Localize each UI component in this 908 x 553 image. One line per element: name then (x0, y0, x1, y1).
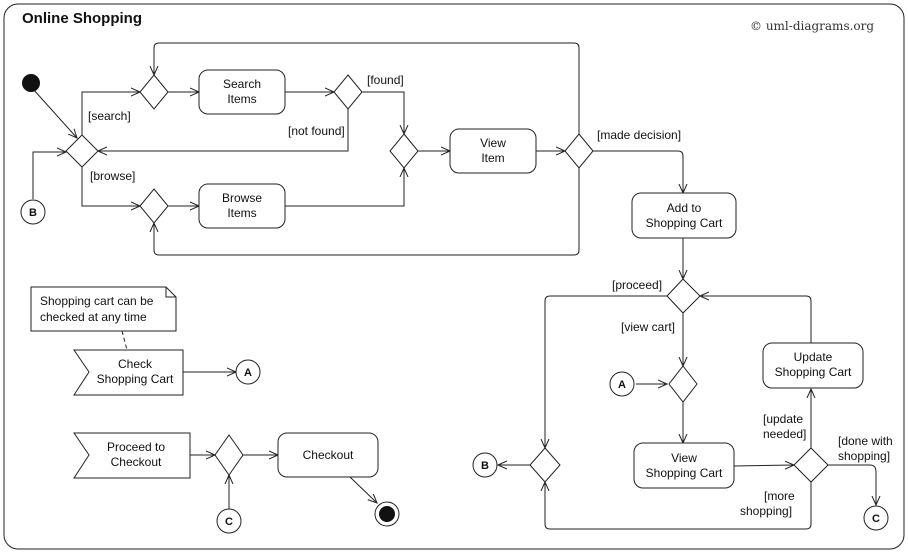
flow-done-shopping (828, 464, 876, 505)
connector-c-bottom-label: C (225, 516, 233, 528)
diagram-frame (3, 3, 905, 550)
action-view-item-line1: View (480, 136, 506, 150)
merge-to-b (529, 447, 561, 483)
action-browse-items: Browse Items (198, 183, 286, 229)
action-view-cart-line1: View (671, 451, 697, 465)
flow-proceed (545, 295, 667, 448)
signal-proceed-checkout: Proceed to Checkout (73, 432, 191, 479)
guard-search: [search] (88, 109, 131, 123)
copyright-text: © uml-diagrams.org (750, 19, 874, 33)
action-checkout: Checkout (277, 432, 379, 478)
action-view-cart: View Shopping Cart (633, 442, 735, 489)
action-view-cart-line2: Shopping Cart (646, 466, 723, 480)
guard-proceed: [proceed] (612, 278, 662, 292)
connector-b-left-label: B (29, 207, 37, 219)
action-update-cart-line1: Update (794, 350, 833, 364)
connector-a-check: A (235, 359, 261, 385)
guard-done-line1: [done with (838, 434, 893, 448)
control-flows (32, 42, 876, 530)
flow-not-found (98, 106, 349, 151)
connector-c-bottom: C (216, 508, 242, 534)
guard-done-line2: shopping] (838, 449, 890, 463)
merge-view-item (389, 133, 419, 169)
note-anchor (121, 330, 128, 351)
decision-found (333, 74, 363, 110)
flow-made-decision (593, 150, 683, 193)
flow-to-final (349, 476, 377, 503)
initial-node (22, 74, 40, 92)
action-browse-items-line2: Items (227, 206, 256, 220)
connector-a-cart-label: A (618, 379, 626, 391)
connector-a-check-label: A (244, 367, 252, 379)
signal-proceed-line2: Checkout (111, 455, 162, 469)
action-browse-items-line1: Browse (222, 191, 262, 205)
action-add-to-cart-line1: Add to (667, 201, 702, 215)
connector-b-cart: B (472, 452, 498, 478)
action-add-to-cart: Add to Shopping Cart (631, 192, 737, 239)
action-update-cart: Update Shopping Cart (762, 342, 864, 389)
guard-found: [found] (367, 73, 404, 87)
flow-initial-to-decision (32, 88, 77, 138)
guard-update-needed-line2: needed] (763, 427, 806, 441)
action-view-item: View Item (449, 128, 537, 174)
final-node (374, 501, 400, 527)
guard-more-line1: [more (764, 489, 795, 503)
flow-browse-branch (81, 167, 140, 206)
connector-a-cart: A (609, 371, 635, 397)
action-search-items-line2: Items (227, 92, 256, 106)
action-checkout-label: Checkout (303, 448, 354, 462)
diagram-title: Online Shopping (22, 10, 142, 27)
flow-more-shopping (545, 482, 812, 530)
merge-checkout (214, 434, 244, 476)
signal-proceed-line1: Proceed to (107, 440, 165, 454)
merge-browse (139, 188, 169, 224)
signal-check-cart-line1: Check (118, 357, 153, 371)
decision-update (793, 447, 829, 483)
guard-browse: [browse] (90, 169, 135, 183)
flow-update-to-decision (700, 296, 812, 343)
action-search-items: Search Items (198, 69, 286, 115)
signal-check-cart-line2: Shopping Cart (97, 372, 174, 386)
guard-made-decision: [made decision] (597, 128, 681, 142)
flow-connector-b-to-decision (32, 152, 66, 199)
decision-search-or-browse (65, 134, 99, 168)
guard-more-line2: shopping] (740, 504, 792, 518)
flow-loop-to-browse (154, 165, 580, 256)
guard-view-cart: [view cart] (621, 320, 675, 334)
action-add-to-cart-line2: Shopping Cart (646, 216, 723, 230)
flow-view-cart-to-decision (733, 465, 794, 466)
decision-proceed (666, 278, 701, 314)
signal-check-cart: Check Shopping Cart (73, 349, 184, 396)
decision-made (564, 133, 594, 169)
flow-search-branch (81, 92, 140, 135)
connector-b-cart-label: B (481, 460, 489, 472)
guard-update-needed-line1: [update (763, 412, 803, 426)
merge-search (139, 74, 169, 110)
note-line1: Shopping cart can be (40, 294, 154, 308)
merge-view-cart (668, 365, 698, 403)
connector-c-right: C (863, 505, 889, 531)
guard-not-found: [not found] (288, 124, 345, 138)
action-update-cart-line2: Shopping Cart (775, 365, 852, 379)
flow-loop-to-search (154, 42, 580, 137)
connector-b-left: B (20, 199, 46, 225)
connector-c-right-label: C (872, 513, 880, 525)
action-view-item-line2: Item (481, 151, 504, 165)
action-search-items-line1: Search (223, 77, 261, 91)
comment-note: Shopping cart can be checked at any time (30, 286, 177, 332)
guard-labels: [search] [browse] [found] [not found] [m… (88, 73, 893, 518)
flow-browse-to-merge (285, 168, 404, 207)
flow-found (362, 91, 404, 134)
note-line2: checked at any time (40, 310, 147, 324)
